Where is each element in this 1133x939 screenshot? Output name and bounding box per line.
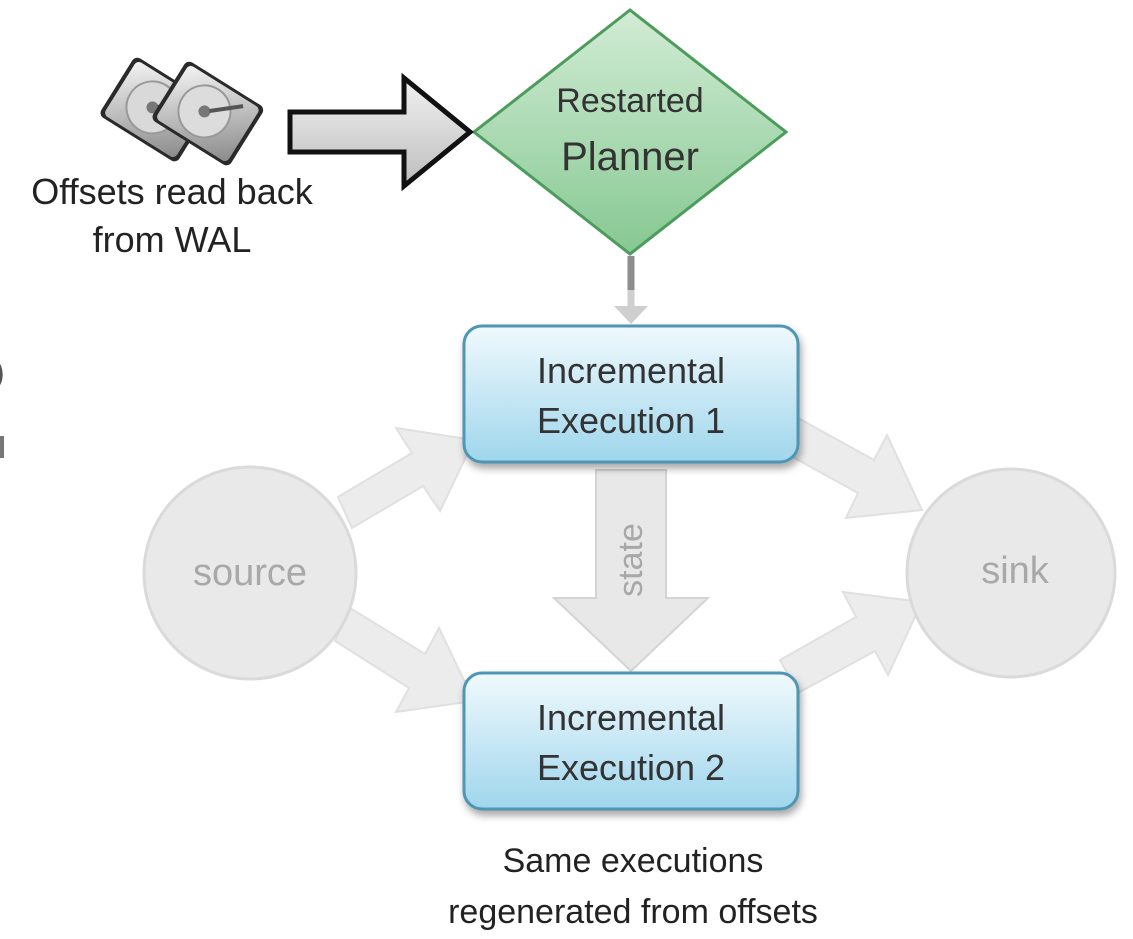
source-node — [142, 465, 358, 681]
source-to-exec2-arrow — [333, 606, 476, 714]
execution-1-line1: Incremental — [537, 350, 725, 391]
state-arrow — [551, 469, 711, 673]
execution-1-box — [462, 324, 800, 464]
execution-2-box — [462, 671, 800, 811]
source-label: source — [193, 552, 307, 594]
planner-to-exec1-connector — [614, 256, 648, 324]
exec2-to-sink-arrow — [778, 590, 924, 695]
footer-line2: regenerated from offsets — [448, 893, 818, 931]
wal-to-planner-arrow — [287, 72, 474, 192]
wal-caption-line2: from WAL — [93, 219, 252, 260]
execution-1-line2: Execution 1 — [537, 400, 725, 441]
execution-2-line1: Incremental — [537, 697, 725, 738]
planner-line1: Restarted — [556, 82, 703, 120]
cropped-edge-mark: ) — [0, 354, 5, 390]
hard-drive-icon — [100, 57, 264, 166]
source-to-exec1-arrow — [336, 426, 476, 530]
cropped-edge-bar — [0, 436, 4, 458]
planner-diamond — [471, 8, 789, 256]
planner-line2: Planner — [561, 135, 699, 179]
state-label: state — [612, 523, 650, 597]
execution-2-line2: Execution 2 — [537, 747, 725, 788]
sink-label: sink — [981, 550, 1050, 592]
sink-node — [905, 467, 1117, 679]
footer-line1: Same executions — [503, 842, 764, 880]
exec1-to-sink-arrow — [778, 416, 924, 520]
wal-caption-line1: Offsets read back — [31, 171, 313, 212]
